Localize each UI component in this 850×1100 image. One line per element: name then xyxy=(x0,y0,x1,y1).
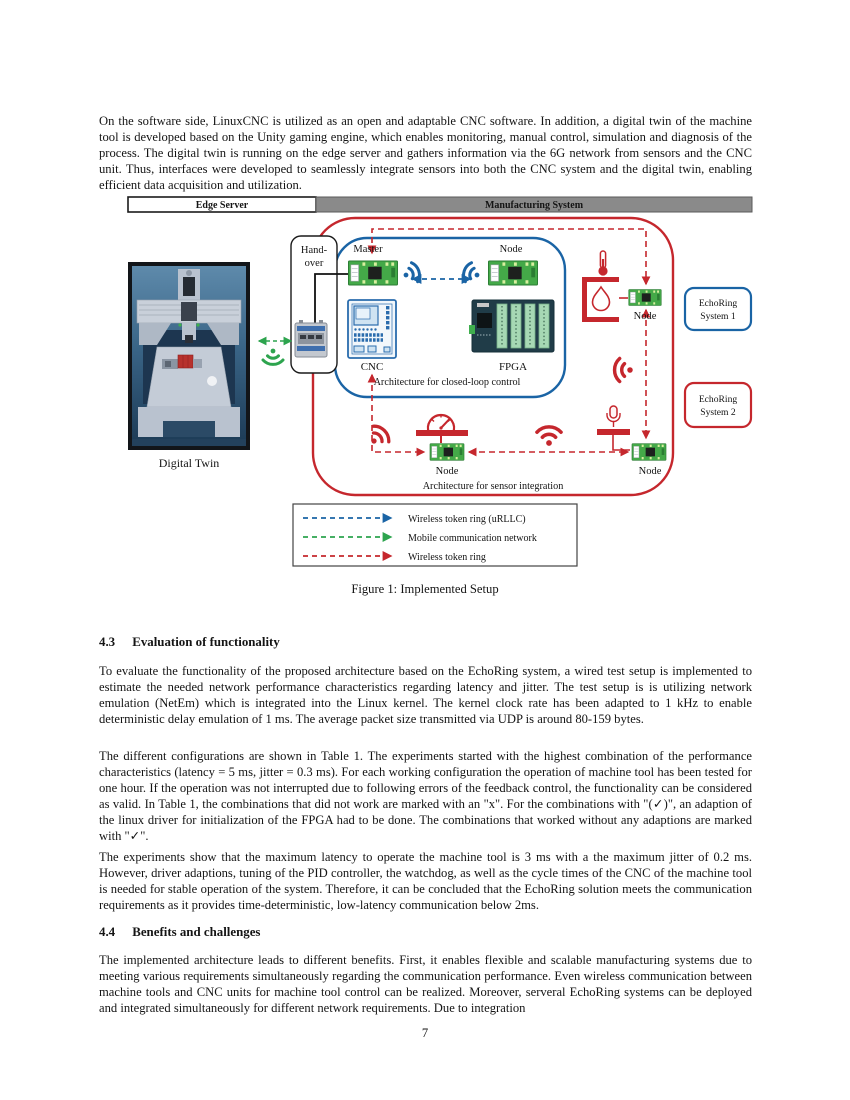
figure-1: Edge Server Manufacturing System xyxy=(125,195,755,605)
edge-server-label: Edge Server xyxy=(196,200,249,211)
fpga-board-icon xyxy=(469,299,555,353)
sensor-integration-label: Architecture for sensor integration xyxy=(423,481,564,492)
section-4-3-paragraph-2: The different configurations are shown i… xyxy=(99,748,752,843)
manufacturing-system-box xyxy=(315,196,753,213)
echoring-system1-box: EchoRing System 1 xyxy=(683,286,753,332)
right-wifi-icon xyxy=(612,356,635,384)
digital-twin-image: Digital Twin xyxy=(128,262,250,470)
section-4-4-heading: 4.4 Benefits and challenges xyxy=(99,925,752,940)
handover-label-line1: Hand- xyxy=(301,245,328,256)
master-label: Master xyxy=(353,244,383,255)
bottom-center-wifi-icon xyxy=(535,425,563,448)
section-4-4-title: Benefits and challenges xyxy=(132,924,261,939)
echoring1-line2: System 1 xyxy=(700,311,736,322)
figure-legend: Wireless token ring (uRLLC) Mobile commu… xyxy=(292,503,578,567)
wireless-token-ring-paths xyxy=(367,228,651,457)
node2-label: Node xyxy=(634,311,657,322)
microphone-sensor-icon xyxy=(597,405,630,451)
section-4-3-title: Evaluation of functionality xyxy=(132,634,280,649)
section-4-3-paragraph-1: To evaluate the functionality of the pro… xyxy=(99,663,752,726)
node2-pcb xyxy=(628,289,662,306)
handover-label-line2: over xyxy=(305,258,324,269)
bottom-left-wifi-icon xyxy=(362,421,394,453)
node1-label: Node xyxy=(500,244,523,255)
thermometer-icon xyxy=(598,250,608,276)
legend-label-tokenring: Wireless token ring xyxy=(408,552,486,563)
closed-loop-label: Architecture for closed-loop control xyxy=(374,377,521,388)
legend-label-mobile: Mobile communication network xyxy=(408,533,537,544)
master-wifi-icon xyxy=(399,259,424,287)
node3-label: Node xyxy=(436,466,459,477)
fpga-label: FPGA xyxy=(499,361,527,373)
node1-pcb xyxy=(488,260,538,286)
section-4-3-number: 4.3 xyxy=(99,634,116,649)
node3-pcb xyxy=(429,443,465,461)
coolant-sensor-bracket xyxy=(582,277,628,322)
figure-caption: Figure 1: Implemented Setup xyxy=(351,582,498,596)
section-4-4-number: 4.4 xyxy=(99,924,116,939)
gauge-sensor-icon xyxy=(416,413,468,443)
figure-1-diagram: Edge Server Manufacturing System xyxy=(127,196,753,596)
section-4-4-paragraph-1: The implemented architecture leads to di… xyxy=(99,952,752,1015)
section-4-3-heading: 4.3 Evaluation of functionality xyxy=(99,635,752,650)
manufacturing-system-label: Manufacturing System xyxy=(485,200,584,211)
gateway-device xyxy=(294,320,328,358)
legend-label-urllc: Wireless token ring (uRLLC) xyxy=(408,514,526,525)
cnc-panel-icon xyxy=(347,299,397,359)
figure-header: Edge Server Manufacturing System xyxy=(127,196,753,213)
node1-wifi-icon xyxy=(459,259,484,287)
cnc-label: CNC xyxy=(361,361,384,373)
mobile-network-wifi-icon xyxy=(261,347,285,366)
digital-twin-label: Digital Twin xyxy=(159,456,220,470)
echoring2-line1: EchoRing xyxy=(699,394,738,405)
intro-paragraph: On the software side, LinuxCNC is utiliz… xyxy=(99,113,752,192)
master-gateway-wire xyxy=(314,273,349,323)
echoring1-line1: EchoRing xyxy=(699,298,738,309)
droplet-icon xyxy=(591,285,611,312)
node4-label: Node xyxy=(639,466,662,477)
section-4-3-paragraph-3: The experiments show that the maximum la… xyxy=(99,849,752,912)
echoring2-line2: System 2 xyxy=(700,407,736,418)
echoring-system2-box: EchoRing System 2 xyxy=(683,381,753,429)
master-pcb xyxy=(348,260,398,286)
page-number: 7 xyxy=(421,1026,429,1040)
node4-pcb xyxy=(631,443,667,461)
